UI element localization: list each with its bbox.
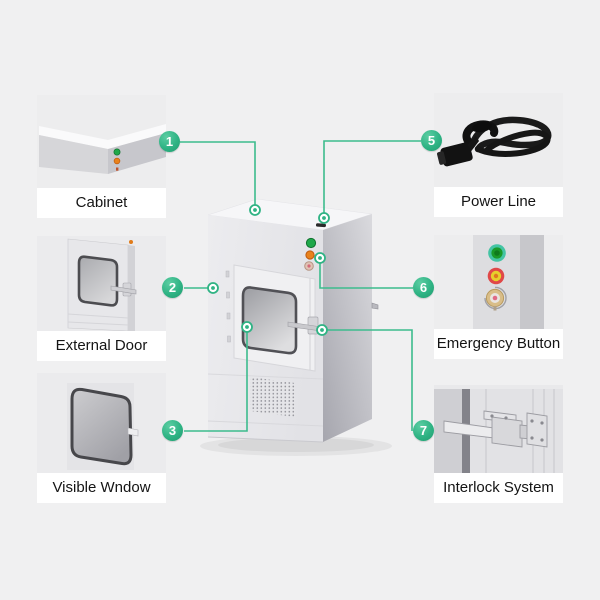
emergency-button-thumbnail	[434, 235, 563, 329]
line-7	[322, 329, 413, 431]
visible-window-thumb-art	[37, 373, 166, 473]
window-handle-nub	[127, 427, 139, 437]
line-6	[319, 258, 413, 289]
line-1	[180, 141, 256, 210]
interlock-latch-body	[491, 416, 523, 448]
external-door	[233, 264, 319, 372]
emergency-stop-button	[487, 267, 505, 285]
callout-badge-2: 2	[162, 277, 183, 298]
key-switch-button	[484, 286, 507, 311]
callout-badge-7: 7	[413, 420, 434, 441]
visible-window-label: Visible Wndow	[37, 473, 166, 503]
power-line-thumb-art	[434, 93, 563, 187]
cabinet-label: Cabinet	[37, 188, 166, 218]
anchor-dot	[314, 252, 326, 264]
anchor-dot	[207, 282, 219, 294]
cabinet-shadow	[200, 436, 392, 456]
front-seam-lower	[207, 420, 324, 427]
power-socket-slot	[315, 223, 326, 228]
card-power-line: Power Line	[434, 93, 563, 217]
line-3	[184, 327, 248, 432]
power-cable	[462, 116, 552, 157]
anchor-dot	[241, 321, 253, 333]
interlock-thumb-art	[434, 385, 563, 473]
power-line-label: Power Line	[434, 187, 563, 217]
control-buttons	[304, 237, 317, 271]
callout-badge-3: 3	[162, 420, 183, 441]
connector-lines	[180, 140, 421, 432]
card-emergency-button: Emergency Button	[434, 235, 563, 359]
emergency-button-label: Emergency Button	[434, 329, 563, 359]
orange-indicator	[305, 250, 315, 260]
interlock-system-thumbnail	[434, 385, 563, 473]
visible-window	[241, 286, 298, 355]
cabinet-thumb-art	[37, 95, 166, 188]
front-seam-upper	[207, 373, 324, 380]
hinge-marks	[225, 270, 231, 343]
orange-indicator	[129, 240, 133, 244]
emergency-button-thumb-art	[434, 235, 563, 329]
interlock-system-label: Interlock System	[434, 473, 563, 503]
orange-indicator	[113, 157, 121, 165]
anchor-dot	[316, 324, 328, 336]
callout-badge-1: 1	[159, 131, 180, 152]
power-plug	[437, 135, 480, 167]
vent-grille	[250, 377, 295, 417]
card-visible-window: Visible Wndow	[37, 373, 166, 503]
card-cabinet: Cabinet	[37, 95, 166, 218]
window-pane	[70, 387, 133, 466]
external-door-label: External Door	[37, 331, 166, 361]
external-door-thumb-art	[37, 236, 166, 331]
anchor-dot	[318, 212, 330, 224]
callout-badge-5: 5	[421, 130, 442, 151]
external-door-thumbnail	[37, 236, 166, 331]
anchor-dots	[207, 204, 330, 336]
door-window	[77, 255, 119, 307]
green-indicator	[113, 148, 121, 156]
cabinet-side-face	[323, 214, 372, 442]
line-5	[323, 140, 421, 218]
power-line-thumbnail	[434, 93, 563, 187]
screws	[490, 414, 544, 442]
anchor-dot	[249, 204, 261, 216]
visible-window-thumbnail	[37, 373, 166, 473]
card-external-door: External Door	[37, 236, 166, 361]
card-interlock-system: Interlock System	[434, 385, 563, 503]
door-handle	[110, 285, 137, 295]
green-indicator	[305, 237, 317, 249]
side-handle-knob	[371, 302, 379, 310]
green-button	[488, 244, 506, 262]
callout-badge-6: 6	[413, 277, 434, 298]
cabinet-thumbnail	[37, 95, 166, 188]
